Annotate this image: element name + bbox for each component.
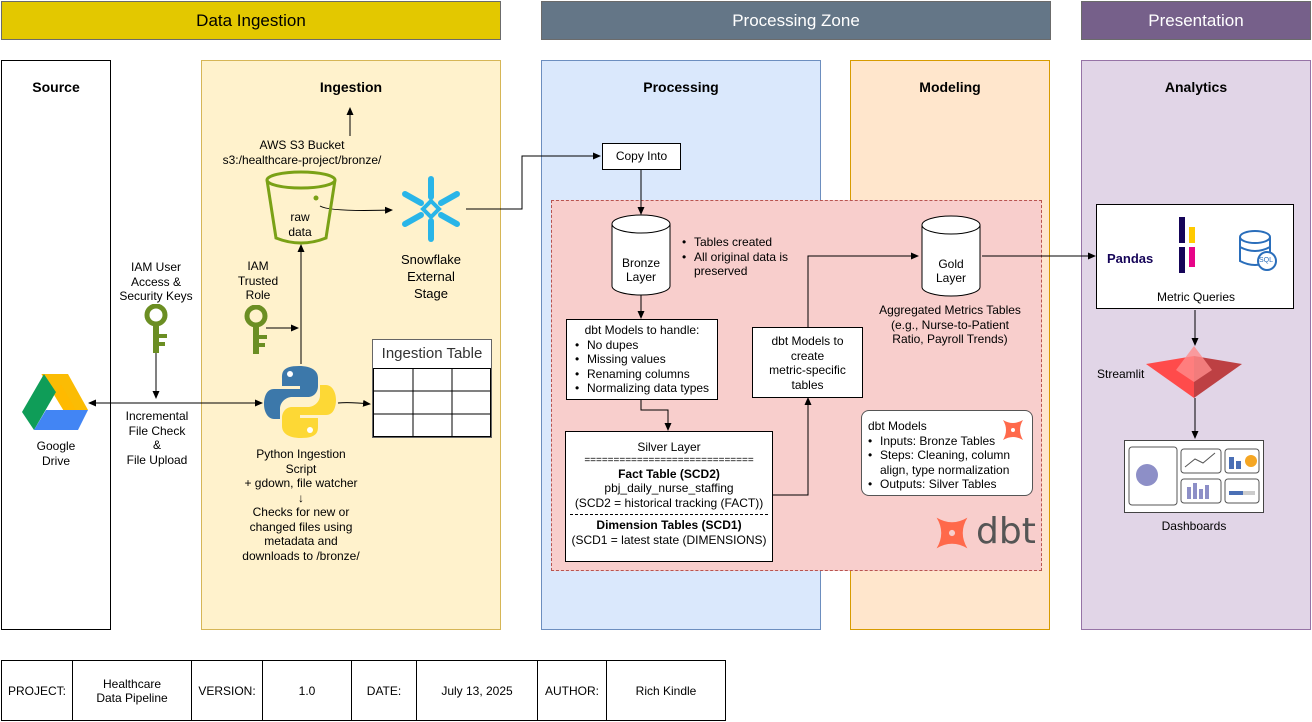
gold-layer-label: Aggregated Metrics Tables(e.g., Nurse-to… bbox=[879, 303, 1021, 346]
zone-title-ingestion: Ingestion bbox=[319, 79, 383, 95]
dbt-mini-icon bbox=[1003, 420, 1023, 440]
dbt-models-card: dbt Models Inputs: Bronze Tables Steps: … bbox=[861, 410, 1033, 496]
footer-date-label: DATE: bbox=[351, 660, 418, 721]
bronze-notes: Tables created All original data is pres… bbox=[678, 235, 808, 279]
zone-title-analytics: Analytics bbox=[1164, 79, 1228, 95]
streamlit-logo bbox=[1146, 346, 1242, 398]
footer-version-label: VERSION: bbox=[191, 660, 264, 721]
fact-table-title: Fact Table (SCD2) bbox=[618, 466, 720, 481]
footer-author-label: AUTHOR: bbox=[537, 660, 608, 721]
footer-author-value: Rich Kindle bbox=[606, 660, 727, 721]
dashboards-icon bbox=[1124, 440, 1264, 513]
banner-processing-zone: Processing Zone bbox=[541, 1, 1051, 40]
zone-title-processing: Processing bbox=[643, 79, 719, 95]
ingestion-table-title: Ingestion Table bbox=[381, 345, 483, 362]
edge-dbt-silver bbox=[640, 400, 672, 431]
gold-layer-cylinder: Gold Layer bbox=[921, 215, 981, 297]
pandas-logo: Pandas bbox=[1107, 251, 1154, 266]
edge-python-table bbox=[337, 399, 371, 407]
footer-version-value: 1.0 bbox=[262, 660, 353, 721]
copy-into-box: Copy Into bbox=[602, 143, 681, 170]
silver-layer-box: Silver Layer ===========================… bbox=[565, 431, 773, 562]
ingestion-table: Ingestion Table bbox=[372, 339, 492, 438]
footer-project-label: PROJECT: bbox=[0, 660, 74, 721]
panda-icon bbox=[1179, 217, 1195, 273]
google-drive-icon bbox=[22, 372, 90, 432]
sql-database-icon bbox=[1239, 230, 1277, 271]
streamlit-label: Streamlit bbox=[1097, 367, 1145, 381]
bronze-layer-cylinder: Bronze Layer bbox=[611, 214, 671, 296]
zone-title-modeling: Modeling bbox=[919, 79, 981, 95]
fact-table-name: pbj_daily_nurse_staffing bbox=[604, 481, 734, 495]
python-icon bbox=[262, 364, 338, 440]
dbt-models-handle-box: dbt Models to handle: No dupes Missing v… bbox=[566, 319, 718, 400]
dashboards-label: Dashboards bbox=[1161, 519, 1227, 533]
metric-queries-label: Metric Queries bbox=[1156, 290, 1236, 304]
zone-title-source: Source bbox=[32, 79, 80, 95]
metric-queries-box: Pandas SQL Metric Queries bbox=[1096, 204, 1294, 309]
iam-role-key-icon bbox=[240, 304, 272, 357]
snowflake-icon bbox=[396, 174, 466, 244]
dimension-table-title: Dimension Tables (SCD1) bbox=[596, 518, 742, 532]
dbt-logo-text: dbt bbox=[976, 511, 1036, 552]
zone-source: Source bbox=[1, 60, 111, 630]
s3-bucket-icon bbox=[264, 170, 338, 246]
banner-presentation: Presentation bbox=[1081, 1, 1311, 40]
iam-user-key-icon bbox=[140, 303, 172, 356]
sql-label: SQL bbox=[1259, 257, 1274, 264]
banner-data-ingestion: Data Ingestion bbox=[1, 1, 501, 40]
edge-metric-gold bbox=[807, 252, 919, 327]
edge-silver-metric bbox=[773, 397, 812, 496]
dimension-table-note: (SCD1 = latest state (DIMENSIONS) bbox=[571, 532, 767, 547]
edge-bucket-snowflake bbox=[319, 205, 393, 214]
footer-date-value: July 13, 2025 bbox=[416, 660, 539, 721]
dbt-models-title: dbt Models bbox=[868, 419, 927, 433]
silver-title: Silver Layer bbox=[637, 440, 701, 454]
dbt-handle-title: dbt Models to handle: bbox=[584, 323, 700, 337]
fact-table-note: (SCD2 = historical tracking (FACT)) bbox=[574, 495, 764, 510]
edge-snowflake-copy bbox=[466, 152, 601, 210]
dbt-logo: dbt bbox=[932, 512, 1036, 554]
silver-rule: ============================= bbox=[584, 454, 754, 466]
